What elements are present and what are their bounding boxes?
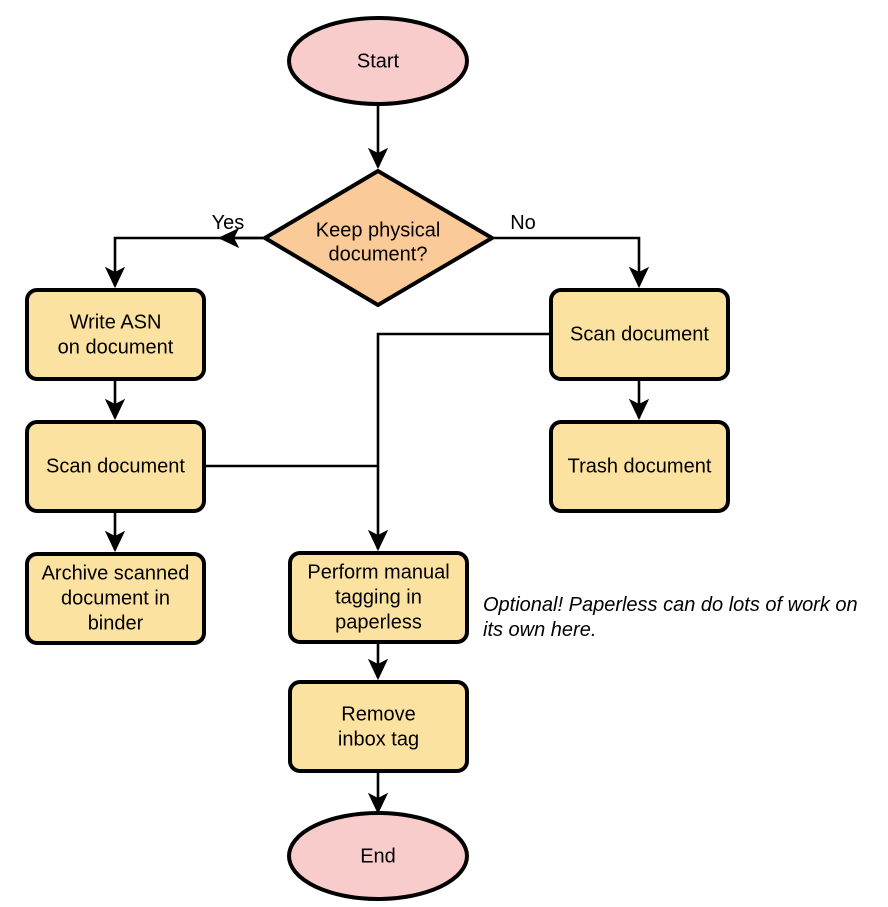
annotation-line1: Optional! Paperless can do lots of work …	[483, 594, 858, 616]
manual-tagging-label-line1: Perform manual	[307, 561, 449, 583]
write-asn-label-line2: on document	[58, 336, 174, 358]
write-asn-box-shape	[25, 288, 206, 381]
end-ellipse-shape	[287, 811, 469, 901]
remove-inbox-tag-label-line1: Remove	[341, 703, 415, 725]
node-scan-document-right[interactable]: Scan document	[549, 288, 730, 381]
end-label: End	[360, 845, 396, 867]
decision-label-line2: document?	[329, 243, 428, 265]
scan-document-left-label: Scan document	[46, 455, 185, 477]
scan-document-left-box-shape	[25, 420, 206, 513]
remove-inbox-tag-box-shape	[288, 680, 469, 773]
manual-tagging-label-line3: paperless	[335, 611, 422, 633]
edge-label-no: No	[510, 212, 536, 234]
node-end[interactable]: End	[287, 811, 469, 901]
start-ellipse-shape	[287, 16, 469, 106]
manual-tagging-label-line2: tagging in	[335, 586, 422, 608]
node-trash-document[interactable]: Trash document	[549, 420, 730, 513]
node-scan-document-left[interactable]: Scan document	[25, 420, 206, 513]
edge-layer	[104, 104, 650, 815]
remove-inbox-tag-label-line2: inbox tag	[338, 728, 419, 750]
archive-binder-label-line3: binder	[88, 612, 144, 634]
archive-binder-label-line2: document in	[61, 587, 170, 609]
start-label: Start	[357, 50, 400, 72]
edge-decision-to-write-asn	[104, 236, 265, 289]
decision-label-line1: Keep physical	[316, 219, 441, 241]
write-asn-label-line1: Write ASN	[70, 311, 162, 333]
archive-binder-label-line1: Archive scanned	[42, 562, 190, 584]
edge-decision-to-scan-right	[492, 236, 650, 289]
annotation-line2: its own here.	[483, 619, 596, 641]
scan-document-right-box-shape	[549, 288, 730, 381]
node-keep-physical-document[interactable]: Keep physical document?	[263, 169, 494, 307]
node-archive-binder[interactable]: Archive scanned document in binder	[25, 552, 206, 645]
trash-document-box-shape	[549, 420, 730, 513]
decision-diamond-shape	[263, 169, 494, 307]
node-write-asn[interactable]: Write ASN on document	[25, 288, 206, 381]
edge-label-yes: Yes	[212, 212, 245, 234]
edge-scan-right-to-manual-tagging	[367, 332, 551, 552]
trash-document-label: Trash document	[568, 455, 712, 477]
archive-binder-box-shape	[25, 552, 206, 645]
node-start[interactable]: Start	[287, 16, 469, 106]
scan-document-right-label: Scan document	[570, 323, 709, 345]
node-remove-inbox-tag[interactable]: Remove inbox tag	[288, 680, 469, 773]
node-manual-tagging[interactable]: Perform manual tagging in paperless	[288, 551, 469, 644]
annotation-note: Optional! Paperless can do lots of work …	[483, 594, 858, 641]
manual-tagging-box-shape	[288, 551, 469, 644]
